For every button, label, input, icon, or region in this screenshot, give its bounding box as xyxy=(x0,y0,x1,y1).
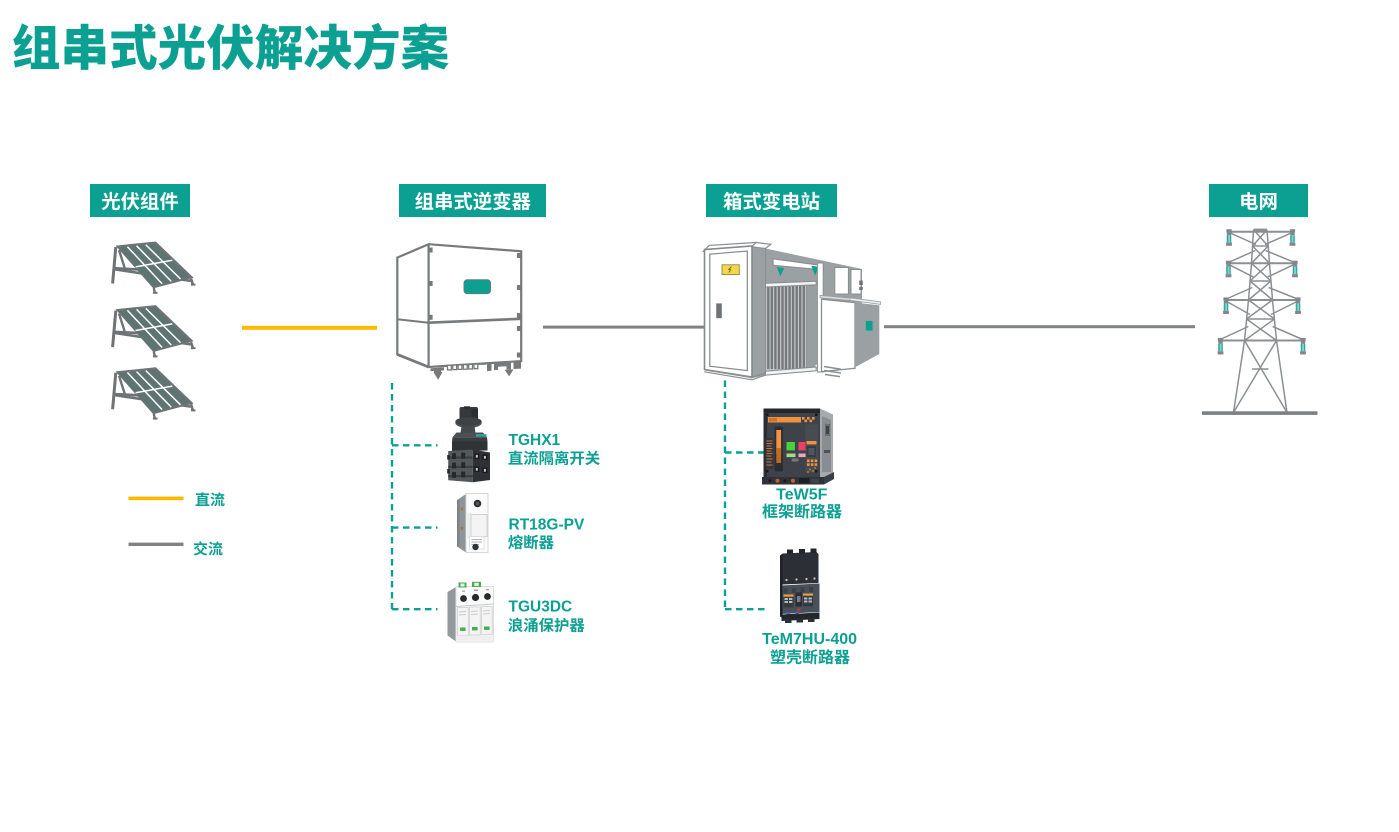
svg-text:RT18G-PV: RT18G-PV xyxy=(509,517,585,534)
svg-text:TeM7HU-400: TeM7HU-400 xyxy=(762,631,857,648)
svg-text:TeW5F: TeW5F xyxy=(776,486,827,503)
svg-text:TGU3DC: TGU3DC xyxy=(509,598,573,615)
svg-text:TGHX1: TGHX1 xyxy=(509,432,561,449)
